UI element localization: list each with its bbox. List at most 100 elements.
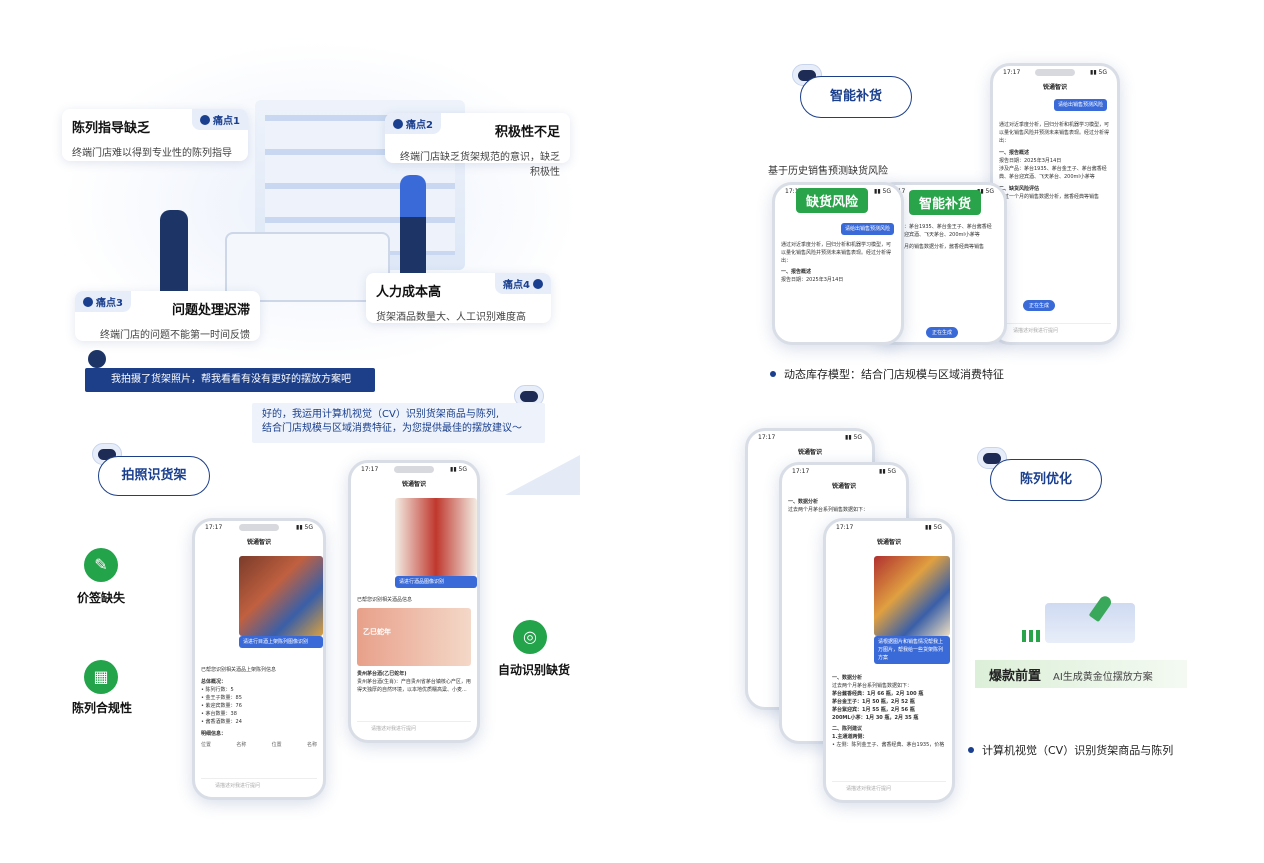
replenish-subtitle: 基于历史销售预测缺货风险 — [768, 166, 888, 177]
user-message: 我拍摄了货架照片，帮我看看有没有更好的摆放方案吧 — [85, 368, 375, 392]
image-caption: 请进行目酒上架陈列图像识别 — [239, 636, 323, 648]
request-bubble: 请给出销售预测风险 — [841, 223, 895, 235]
camera-icon: ◎ — [513, 620, 547, 654]
overview-line: • 茅台数量：38 — [201, 711, 237, 717]
pain-title-3: 问题处理迟滞 — [171, 303, 250, 318]
report-heading: 一、报告概述 — [781, 269, 812, 275]
app-title: 锐通智识 — [876, 539, 901, 546]
pain-icon — [393, 119, 403, 129]
pain-icon — [83, 297, 93, 307]
pain-desc-3: 终端门店的问题不能第一时间反馈 — [100, 330, 250, 341]
status-bar: 17:17▮▮ 5G — [205, 524, 313, 531]
phone-notch — [394, 466, 434, 473]
detail-table-header: 位置名称位置名称 — [201, 742, 317, 748]
product-desc: 贵州茅台酒(生肖)：产自贵州省茅台镇核心产区，用得天独厚的自然环境，以本地优质糯… — [357, 679, 471, 693]
status-bar: 17:17▮▮ 5G — [758, 434, 862, 441]
report-line: 报告日期：2025年3月14日 — [999, 158, 1062, 164]
bullet-dot — [968, 747, 974, 753]
phone-notch — [239, 524, 279, 531]
risk-button[interactable]: 缺货风险 — [796, 188, 869, 213]
hot-item-banner: 爆款前置 AI生成黄金位摆放方案 — [975, 660, 1187, 688]
cv-point: 计算机视觉（CV）识别货架商品与陈列 — [968, 742, 1173, 758]
user-avatar — [88, 350, 106, 368]
product-photo — [395, 498, 477, 576]
phone-product-recognition: 17:17▮▮ 5G 锐通智识 请进行酒品图像识别 已帮您识别相关酒品信息 乙巳… — [348, 460, 480, 743]
pain-title-2: 积极性不足 — [494, 125, 560, 140]
report-heading: 一、报告概述 — [999, 150, 1030, 156]
product-card: 乙巳蛇年 — [357, 608, 471, 666]
monitor-illustration — [1045, 603, 1135, 643]
photo-shelf-cloud: 拍照识货架 — [98, 456, 210, 496]
pain-title-4: 人力成本高 — [376, 285, 442, 300]
report-line: 报告日期：2025年3月14日 — [781, 277, 844, 283]
sales-line: 茅台金王子：1月 50 瓶，2月 52 瓶 — [832, 699, 915, 705]
pain-card-2: 痛点2 积极性不足 终端门店缺乏货架规范的意识，缺乏积极性 — [385, 113, 570, 178]
app-title: 锐通智识 — [831, 483, 856, 490]
app-title: 锐通智识 — [1042, 84, 1067, 91]
report-heading: 二、缺货风险评估 — [999, 186, 1040, 192]
result-intro: 已帮您识别相关酒品上架陈列信息 — [201, 667, 277, 673]
bot-message-line2: 结合门店规模与区域消费特征，为您提供最佳的摆放建议～ — [262, 423, 522, 434]
pain-desc-4: 货架酒品数量大、人工识别难度高 — [376, 312, 526, 323]
phone-notch — [1035, 69, 1075, 76]
phone-display-optimization: 17:17▮▮ 5G 锐通智识 请根据图片和销售情况帮我上万图片，帮我给一些货架… — [823, 518, 955, 803]
pain-card-4: 痛点4 人力成本高 货架酒品数量大、人工识别难度高 — [366, 273, 551, 323]
pain-title-1: 陈列指导缺乏 — [72, 121, 151, 136]
bar-icon — [1022, 630, 1042, 642]
bullet-dot — [770, 371, 776, 377]
shelf-photo — [239, 556, 323, 636]
compliance-label: 陈列合规性 — [72, 701, 133, 715]
sales-line: 茅台酱香经典：1月 66 瓶，2月 100 瓶 — [832, 691, 924, 697]
pain-card-3: 痛点3 问题处理迟滞 终端门店的问题不能第一时间反馈 — [75, 291, 260, 341]
analysis-heading: 一、数据分析 — [832, 675, 863, 681]
pain-desc-2: 终端门店缺乏货架规范的意识，缺乏积极性 — [400, 152, 560, 178]
advice-sub: 1.主通道两侧： — [832, 734, 868, 740]
overview-line: • 陈列行数：5 — [201, 687, 234, 693]
report-intro: 通过对近季度分析，回归分析和机器学习模型，可以量化销售风险并预测未来销售表现。经… — [999, 122, 1110, 144]
inventory-point: 动态库存模型：结合门店规模与区域消费特征 — [770, 366, 1004, 382]
pain-card-1: 痛点1 陈列指导缺乏 终端门店难以得到专业性的陈列指导 — [62, 109, 248, 161]
advice-line: • 左侧：陈列金王子、酱香经典、茅台1935，价格 — [832, 742, 945, 748]
app-title: 锐通智识 — [401, 481, 426, 488]
overview-line: • 紫迎宾数量：76 — [201, 703, 242, 709]
product-name: 贵州茅台酒(乙巳蛇年) — [357, 671, 407, 677]
hot-title: 爆款前置 — [989, 669, 1042, 684]
image-caption: 请进行酒品图像识别 — [395, 576, 477, 588]
report-line: 经过一个月的销售数据分析，酱香经典等销售 — [999, 194, 1100, 200]
auto-detect-label: 自动识别缺货 — [498, 663, 571, 677]
status-bar: 17:17▮▮ 5G — [785, 188, 891, 195]
request-bubble: 请给出销售预测风险 — [1054, 99, 1108, 111]
pain-desc-1: 终端门店难以得到专业性的陈列指导 — [72, 148, 232, 159]
app-title: 锐通智识 — [797, 449, 822, 456]
overview-heading: 总体概况： — [201, 679, 227, 685]
overview-line: • 金王子数量：85 — [201, 695, 242, 701]
report-line: 涉及产品：茅台1935、茅台金王子、茅台酱香经典、茅台迎宾酒、飞天茅台、200m… — [999, 166, 1107, 180]
paper-plane-icon — [505, 455, 580, 495]
status-bar: 17:17▮▮ 5G — [836, 524, 942, 531]
report-line: 经过一个月的销售数据分析，酱香经典等销售 — [884, 244, 985, 250]
pain-tag-1: 痛点1 — [192, 109, 248, 130]
status-bar: 17:17▮▮ 5G — [361, 466, 467, 473]
pain-tag-4: 痛点4 — [495, 273, 551, 294]
overview-line: • 酱香酒数量：24 — [201, 719, 242, 725]
generating-badge[interactable]: 正在生成 — [926, 327, 959, 338]
chat-input[interactable]: 请描述对我进行提问 — [999, 323, 1111, 337]
advice-heading: 二、陈列建议 — [832, 726, 863, 732]
image-caption: 请根据图片和销售情况帮我上万图片，帮我给一些货架陈列方案 — [874, 636, 950, 664]
sales-line: 茅台紫迎宾：1月 55 瓶，2月 56 瓶 — [832, 707, 915, 713]
display-optimization-cloud: 陈列优化 — [990, 459, 1102, 501]
chat-input[interactable]: 请描述对我进行提问 — [357, 721, 471, 735]
result-intro: 已帮您识别相关酒品信息 — [357, 597, 413, 603]
analysis-line: 过去两个月茅台系列销售数据如下： — [832, 683, 913, 689]
counter-illustration — [225, 232, 390, 302]
status-bar: 17:17▮▮ 5G — [1003, 69, 1107, 76]
replenish-button[interactable]: 智能补货 — [909, 190, 982, 215]
bot-message: 好的，我运用计算机视觉（CV）识别货架商品与陈列, 结合门店规模与区域消费特征，… — [252, 403, 545, 443]
chat-input[interactable]: 请描述对我进行提问 — [832, 781, 946, 795]
store-shelf-photo — [874, 556, 950, 636]
chat-input[interactable]: 请描述对我进行提问 — [201, 778, 317, 792]
pain-tag-3: 痛点3 — [75, 291, 131, 312]
report-intro: 通过对近季度分析，回归分析和机器学习模型，可以量化销售风险并预测未来销售表现。经… — [781, 242, 892, 264]
detail-heading: 明细信息： — [201, 731, 227, 737]
generating-badge[interactable]: 正在生成 — [1023, 300, 1056, 311]
